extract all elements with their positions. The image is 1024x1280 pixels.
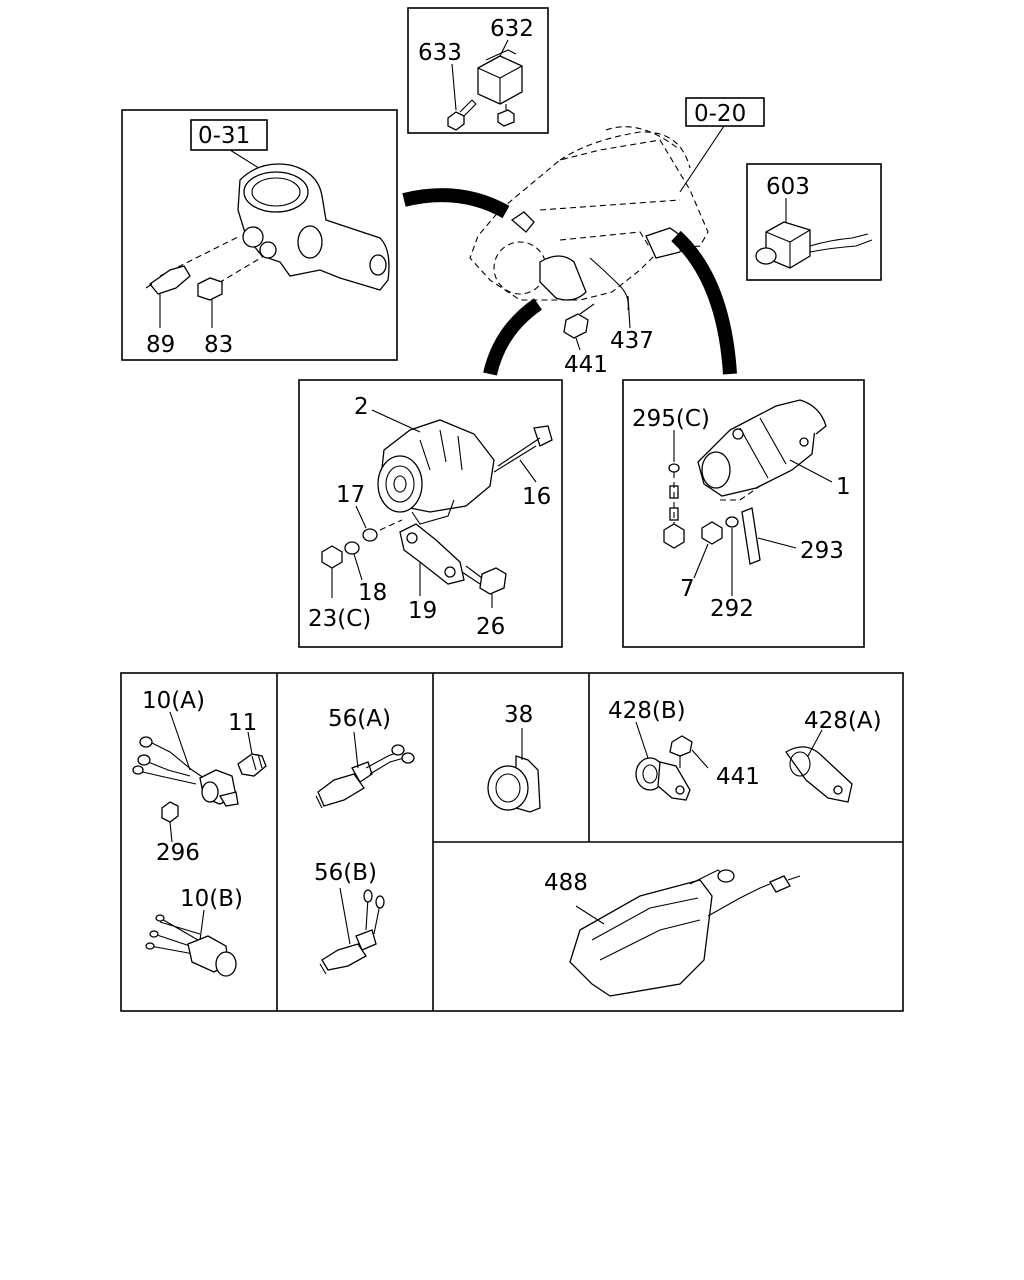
label-437: 437 (610, 328, 654, 354)
label-1: 1 (836, 474, 851, 500)
label-292: 292 (710, 596, 754, 622)
cell-switch-10: 10(A) 11 296 10(B) (132, 688, 267, 977)
cell-sensor-56: 56(A) 56(B) (314, 706, 415, 975)
arrow-arc-generator (483, 298, 543, 376)
label-2: 2 (354, 394, 369, 420)
washer-18-drawing (344, 541, 363, 581)
water-outlet-housing-drawing (159, 163, 390, 291)
label-441-bottom: 441 (716, 764, 760, 790)
nut-7-drawing (693, 521, 723, 579)
relay-632-drawing (477, 39, 523, 127)
label-16: 16 (522, 484, 551, 510)
terminal-295c-drawing (663, 430, 685, 549)
ref-0-20: 0-20 (694, 101, 746, 127)
label-295c: 295(C) (632, 406, 710, 432)
starter-panel: 295(C) 1 293 7 292 (622, 379, 865, 648)
cell-clips-428: 428(B) 441 428(A) (608, 698, 882, 803)
relay-603-panel: 603 (746, 163, 882, 281)
engine-block-drawing (469, 126, 709, 301)
bracket-19-drawing (379, 519, 465, 596)
cable-293-drawing (741, 507, 797, 565)
arrow-arc-water-outlet (402, 188, 510, 219)
label-11: 11 (228, 710, 257, 736)
generator-panel: 2 17 16 18 23(C) 19 26 (298, 379, 563, 648)
plug-83-drawing (197, 277, 223, 328)
label-26: 26 (476, 614, 505, 640)
wire-437-drawing (589, 257, 631, 329)
label-603: 603 (766, 174, 810, 200)
label-89: 89 (146, 332, 175, 358)
label-441-top: 441 (564, 352, 608, 378)
starter-drawing (697, 399, 833, 501)
washer-292-drawing (725, 516, 739, 596)
label-488: 488 (544, 870, 588, 896)
label-10a: 10(A) (142, 688, 205, 714)
bolt-441-top-drawing (563, 303, 595, 351)
label-56a: 56(A) (328, 706, 391, 732)
label-296: 296 (156, 840, 200, 866)
arrow-arc-starter (671, 230, 737, 375)
label-10b: 10(B) (180, 886, 243, 912)
label-428a: 428(A) (804, 708, 882, 734)
label-428b: 428(B) (608, 698, 686, 724)
label-19: 19 (408, 598, 437, 624)
water-outlet-panel: 0-31 89 83 (121, 109, 398, 361)
sensor-89-drawing (145, 265, 191, 328)
label-7: 7 (680, 576, 695, 602)
generator-drawing (371, 409, 495, 525)
relay-603-drawing (755, 198, 873, 269)
label-633: 633 (418, 40, 462, 66)
bottom-grid: 10(A) 11 296 10(B) 56(A) 56(B) (120, 672, 904, 1012)
bolt-633-drawing (447, 63, 477, 131)
washer-17-drawing (355, 505, 378, 542)
cell-harness-488: 488 (544, 869, 801, 997)
nut-23c-drawing (321, 545, 343, 598)
label-293: 293 (800, 538, 844, 564)
cell-grommet-38: 38 (487, 702, 541, 813)
relay-panel: 632 633 (407, 7, 549, 134)
label-17: 17 (336, 482, 365, 508)
engine-assembly: 0-20 441 437 (402, 97, 765, 378)
bolt-26-drawing (461, 565, 507, 608)
label-56b: 56(B) (314, 860, 377, 886)
bolt-16-drawing (493, 425, 553, 483)
label-632: 632 (490, 16, 534, 42)
label-18: 18 (358, 580, 387, 606)
label-38: 38 (504, 702, 533, 728)
ref-0-31: 0-31 (198, 123, 250, 149)
label-83: 83 (204, 332, 233, 358)
label-23c: 23(C) (308, 606, 371, 632)
